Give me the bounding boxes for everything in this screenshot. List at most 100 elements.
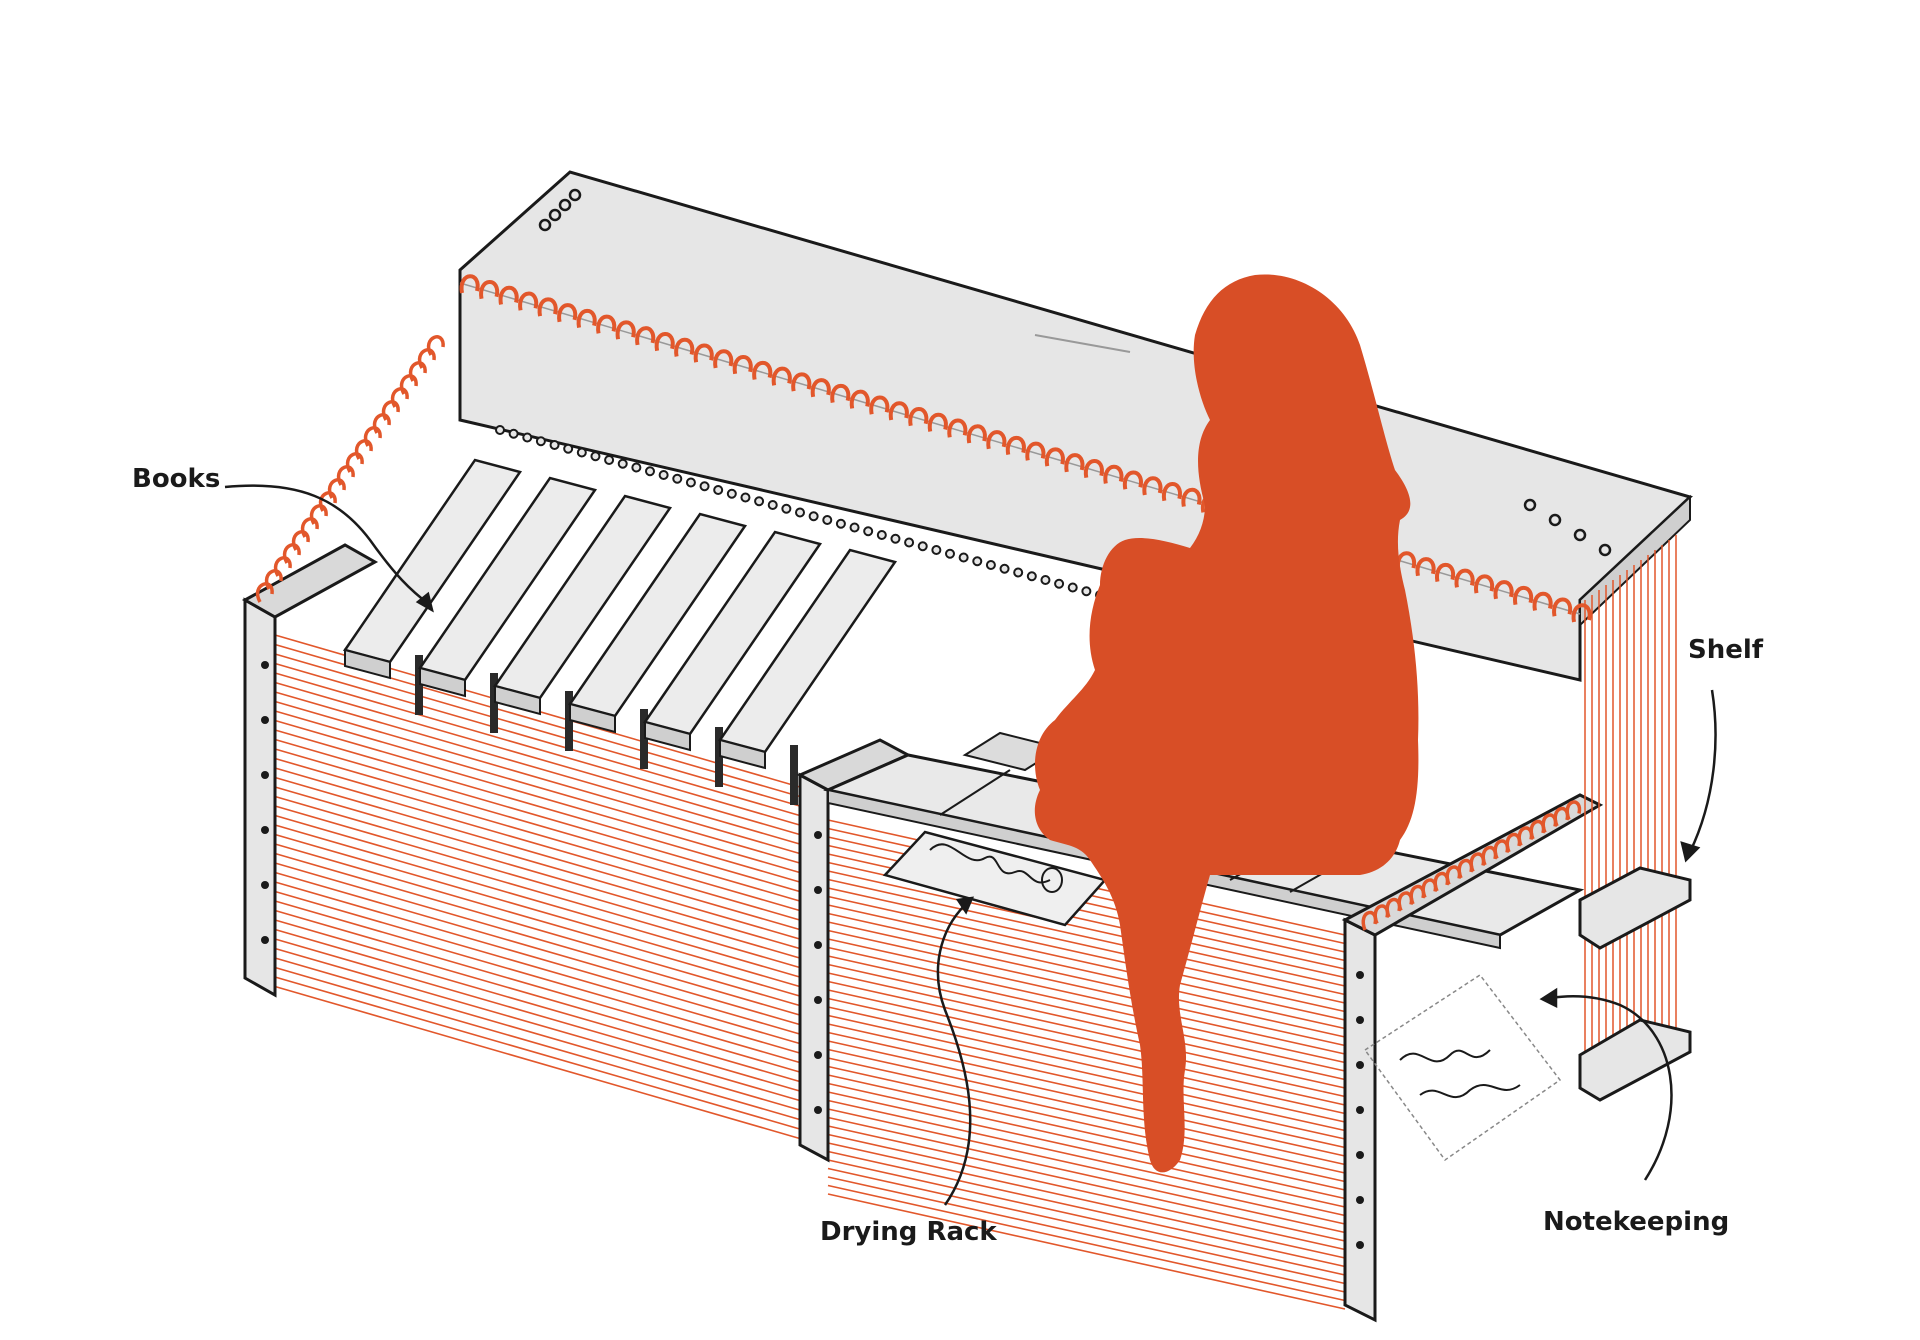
thread (275, 797, 810, 952)
thread (828, 999, 1345, 1114)
thread (828, 1118, 1345, 1233)
thread (275, 835, 810, 990)
pin (1356, 1151, 1364, 1159)
pin (261, 936, 269, 944)
thread (275, 958, 810, 1113)
left-bay-threads (275, 635, 810, 1142)
thread (828, 1152, 1345, 1267)
hole (837, 520, 845, 528)
thread (275, 977, 810, 1132)
hole (591, 452, 599, 460)
thread (275, 759, 810, 914)
hole (701, 482, 709, 490)
thread (275, 930, 810, 1085)
thread (828, 1016, 1345, 1131)
thread (828, 1033, 1345, 1148)
thread (275, 740, 810, 895)
pin (261, 661, 269, 669)
thread (828, 931, 1345, 1046)
notekeeping-scribble (1400, 1050, 1520, 1097)
pin (814, 1051, 822, 1059)
thread (828, 1084, 1345, 1199)
thread (828, 922, 1345, 1037)
thread (828, 1041, 1345, 1156)
pin (261, 771, 269, 779)
hole (741, 494, 749, 502)
left-end-panel-top (245, 545, 375, 617)
hole (646, 467, 654, 475)
pin (814, 1106, 822, 1114)
hole (564, 445, 572, 453)
spiral-loop (339, 467, 354, 485)
hole (619, 460, 627, 468)
hole (864, 527, 872, 535)
hole (660, 471, 668, 479)
thread (828, 1075, 1345, 1190)
spiral-loop (285, 545, 300, 563)
thread (275, 882, 810, 1037)
pin (1356, 1196, 1364, 1204)
pin (814, 941, 822, 949)
hole (919, 542, 927, 550)
notekeeping-arrowhead (1542, 990, 1556, 1006)
spiral-loop (366, 428, 381, 446)
thread (275, 683, 810, 838)
hole (632, 464, 640, 472)
hole (550, 210, 560, 220)
hole (932, 546, 940, 554)
spiral-loop (411, 363, 426, 381)
thread (828, 914, 1345, 1029)
spiral-loop (312, 506, 327, 524)
hole (769, 501, 777, 509)
thread (275, 778, 810, 933)
thread (828, 1007, 1345, 1122)
book-spine (790, 745, 798, 805)
pin (814, 996, 822, 1004)
thread (275, 825, 810, 980)
pin (1356, 1016, 1364, 1024)
thread (275, 806, 810, 961)
thread (828, 1058, 1345, 1173)
hole (946, 550, 954, 558)
hole (823, 516, 831, 524)
spiral-loop (330, 480, 345, 498)
hole (810, 512, 818, 520)
thread (828, 956, 1345, 1071)
middle-panel-face (800, 775, 828, 1160)
thread (828, 888, 1345, 1003)
thread (828, 973, 1345, 1088)
pin (1356, 1061, 1364, 1069)
thread (828, 897, 1345, 1012)
hole (523, 434, 531, 442)
spiral-loop (348, 454, 363, 472)
hole (570, 190, 580, 200)
thread (275, 901, 810, 1056)
spiral-loop (294, 532, 309, 550)
spiral-loop (375, 415, 390, 433)
hole (714, 486, 722, 494)
spiral-loop (429, 337, 444, 355)
spiral-loop (303, 519, 318, 537)
hole (551, 441, 559, 449)
hole (728, 490, 736, 498)
pin (261, 826, 269, 834)
thread (275, 873, 810, 1028)
drying-rack-label: Drying Rack (820, 1217, 997, 1247)
hole (578, 449, 586, 457)
hole (687, 479, 695, 487)
pin (261, 881, 269, 889)
thread (828, 948, 1345, 1063)
hole (782, 505, 790, 513)
right-side-threads (1585, 535, 1676, 1090)
thread (828, 939, 1345, 1054)
lower-shelf (1580, 1020, 1690, 1100)
pin (261, 716, 269, 724)
spiral-loop (420, 350, 435, 368)
hole (796, 509, 804, 517)
thread (275, 968, 810, 1123)
hole (851, 524, 859, 532)
hole (560, 200, 570, 210)
spiral-loop (402, 376, 417, 394)
hole (878, 531, 886, 539)
